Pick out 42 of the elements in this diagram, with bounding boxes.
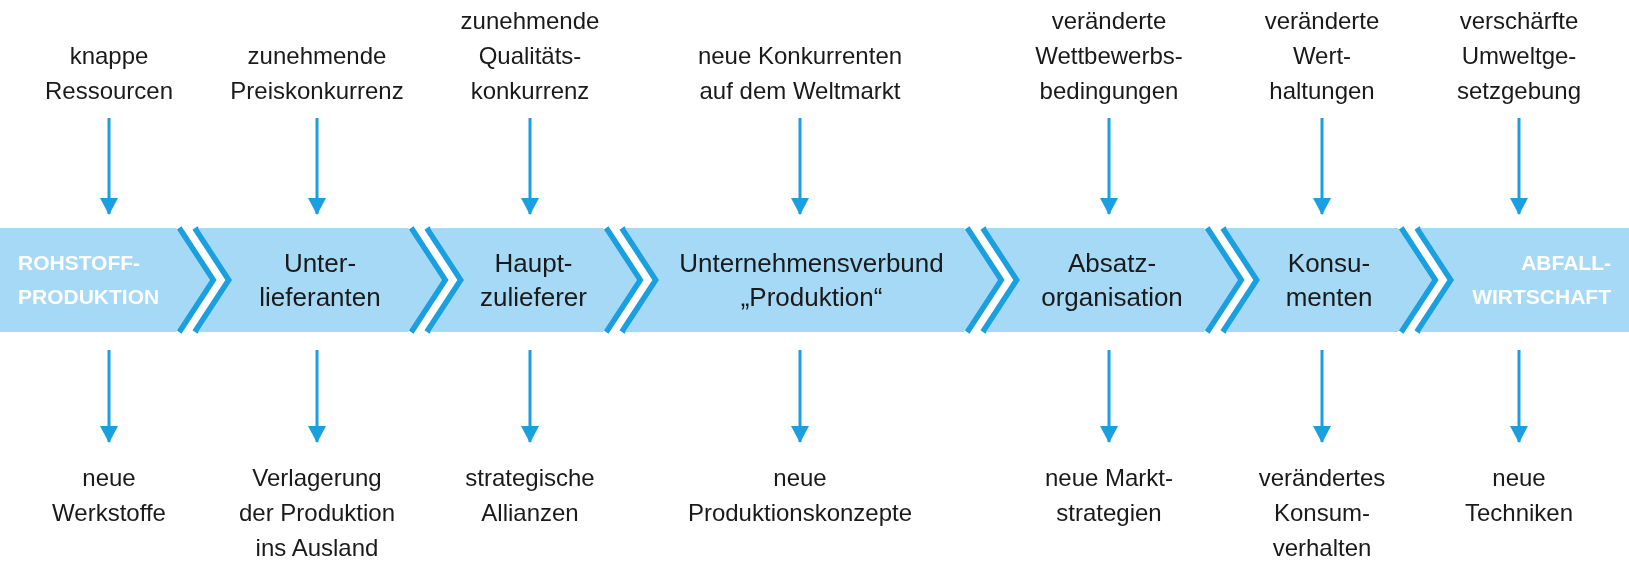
chevron-segment [0, 228, 210, 332]
segment-label: Unter- lieferanten [258, 247, 382, 314]
influence-text: neue Werkstoffe [51, 463, 167, 528]
arrow [1100, 118, 1118, 215]
influence-text: neue Produktionskonzepte [686, 463, 914, 528]
arrow [308, 350, 326, 443]
segment-label: Haupt- zulieferer [479, 247, 588, 314]
segment-label: ABFALL- WIRTSCHAFT [1471, 250, 1611, 310]
arrow [1313, 350, 1331, 443]
arrow [100, 350, 118, 443]
chevron-segment [198, 228, 442, 332]
chevron-segment [986, 228, 1238, 332]
arrow [1510, 118, 1528, 215]
influence-text: neue Konkurrenten auf dem Weltmarkt [696, 41, 904, 106]
influence-text: veränderte Wert- haltungen [1263, 6, 1381, 106]
segment-label: ROHSTOFF- PRODUKTION [18, 250, 161, 310]
chevron-segment [430, 228, 637, 332]
segment-label: Absatz- organisation [1040, 247, 1184, 314]
arrow [1100, 350, 1118, 443]
influence-text: verändertes Konsum- verhalten [1257, 463, 1387, 563]
influence-text: neue Techniken [1463, 463, 1575, 528]
influence-text: zunehmende Preiskonkurrenz [229, 41, 405, 106]
influence-text: neue Markt- strategien [1043, 463, 1175, 528]
influence-text: veränderte Wettbewerbs- bedingungen [1034, 6, 1184, 106]
segment-label: Unternehmensverbund „Produktion“ [678, 247, 945, 314]
influence-text: Verlagerung der Produktion ins Ausland [238, 463, 396, 563]
arrow [521, 350, 539, 443]
chevron-segment [1420, 228, 1629, 332]
influence-text: verschärfte Umweltge- setzgebung [1455, 6, 1583, 106]
segment-label: Konsu- menten [1284, 247, 1374, 314]
influence-text: zunehmende Qualitäts- konkurrenz [459, 6, 601, 106]
arrow [308, 118, 326, 215]
influence-text: strategische Allianzen [464, 463, 596, 528]
arrow [521, 118, 539, 215]
arrow [1510, 350, 1528, 443]
arrow [1313, 118, 1331, 215]
arrow [791, 350, 809, 443]
chevron-segment [1226, 228, 1432, 332]
arrow [100, 118, 118, 215]
arrow [791, 118, 809, 215]
chevron-segment [625, 228, 998, 332]
influence-text: knappe Ressourcen [43, 41, 175, 106]
